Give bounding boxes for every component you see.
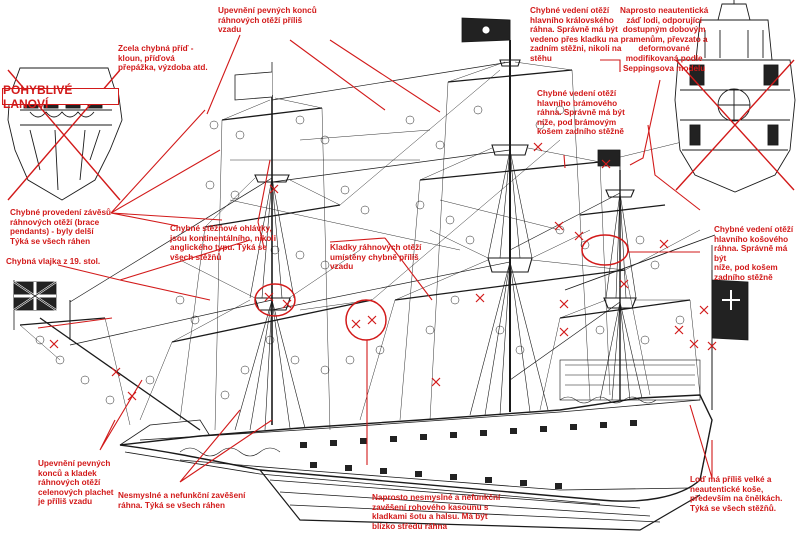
hull-keel — [259, 469, 701, 531]
annotation-topgallant: Chybné vedení otěží hlavního brámového r… — [537, 89, 625, 137]
annotation-shrouds: Chybné stěžňové ohlávky, jsou kontinentá… — [170, 224, 276, 262]
mizzen-top-circle — [581, 234, 629, 266]
error-marks — [49, 142, 717, 401]
annotation-brace-blocks: Kladky ráhnových otěží umístěny chybně p… — [330, 243, 422, 272]
annotation-clew-lines: Naprosto nesmyslné a nefunkční zavěšení … — [372, 493, 501, 531]
ship-drawing — [7, 0, 796, 531]
bowsprit — [39, 317, 201, 431]
yards — [19, 69, 716, 343]
annotation-bow-wrong: Zcela chybná příď - kloun, příďová přepá… — [118, 44, 208, 73]
diagram-title: POHYBLIVÉ LANOVÍ — [2, 83, 119, 111]
brace-block-circle — [345, 299, 387, 341]
hull-wale-2 — [139, 399, 701, 441]
frieze-decoration — [179, 359, 701, 457]
foremast-top-circle — [254, 283, 296, 317]
annotation-main-royal: Chybné vedení otěží hlavního královského… — [530, 6, 622, 63]
annotation-stern-unauthentic: Naprosto neautentická záď lodi, odporují… — [620, 6, 709, 73]
stern-cross — [675, 59, 795, 191]
hull-planking — [269, 479, 661, 523]
gunports — [300, 420, 637, 489]
annotation-nonfunctional: Nesmyslné a nefunkční zavěšení ráhna. Tý… — [118, 491, 246, 510]
rigging-markers — [35, 105, 685, 405]
union-jack-flag — [13, 280, 57, 330]
annotation-pennant-hoist: Upevnění pevných konců ráhnových otěží p… — [218, 6, 317, 35]
flags — [234, 17, 749, 341]
annotation-wrong-flag: Chybná vlajka z 19. stol. — [6, 257, 101, 266]
hull-wale-1 — [124, 451, 601, 505]
hull-wale-3 — [179, 459, 691, 491]
annotation-oversized-tops: Loď má příliš velké a neautentické koše,… — [690, 475, 783, 513]
annotation-spritsail: Upevnění pevných konců a kladek ráhnovýc… — [38, 459, 114, 507]
shrouds — [234, 149, 643, 431]
annotation-mizzen-yard: Chybné vedení otěží hlavního košového rá… — [714, 225, 794, 282]
beakhead — [119, 419, 211, 446]
annotation-brace-pendants: Chybné provedení závěsů ráhnových otěží … — [10, 208, 112, 246]
